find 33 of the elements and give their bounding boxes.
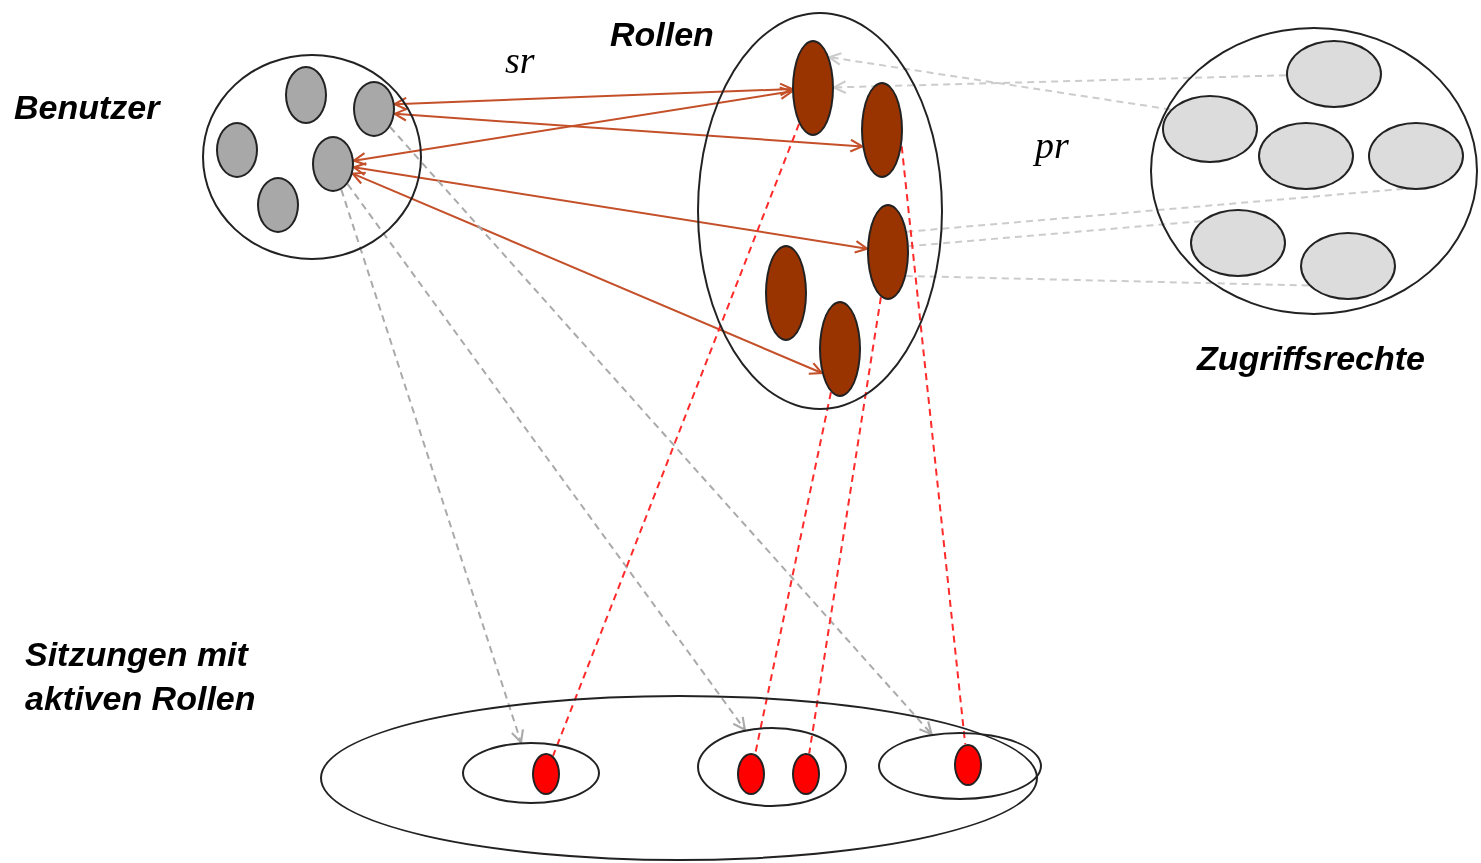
active-role-dot bbox=[532, 753, 560, 795]
group-title: Sitzungen mit aktiven Rollen bbox=[25, 634, 257, 719]
double-arrow bbox=[352, 86, 794, 166]
user-ellipse bbox=[353, 81, 395, 137]
user-ellipse bbox=[285, 66, 327, 124]
arrow bbox=[832, 74, 1288, 94]
arrow bbox=[346, 183, 746, 731]
active-role-dot bbox=[737, 753, 765, 795]
connector-line bbox=[552, 122, 801, 757]
group-title: Zugriffsrechte bbox=[1197, 338, 1425, 379]
arrow bbox=[340, 188, 524, 744]
permission-ellipse bbox=[1190, 209, 1286, 277]
user-ellipse bbox=[216, 122, 258, 178]
group-title: Rollen bbox=[610, 14, 714, 55]
active-role-dot bbox=[792, 753, 820, 795]
relation-label: pr bbox=[1035, 125, 1069, 165]
role-ellipse bbox=[819, 301, 861, 397]
session-ellipse bbox=[878, 732, 1042, 800]
user-ellipse bbox=[257, 177, 299, 233]
session-ellipse bbox=[462, 742, 600, 804]
relation-label: sr bbox=[505, 40, 535, 80]
group-title: Benutzer bbox=[14, 87, 160, 128]
session-ellipse bbox=[697, 727, 847, 807]
arrow bbox=[389, 126, 933, 736]
role-ellipse bbox=[792, 40, 834, 136]
role-ellipse bbox=[867, 204, 909, 300]
role-ellipse bbox=[861, 82, 903, 178]
connector-line bbox=[808, 296, 882, 755]
double-arrow bbox=[352, 162, 869, 254]
double-arrow bbox=[393, 82, 794, 111]
permission-ellipse bbox=[1162, 95, 1258, 163]
user-ellipse bbox=[312, 136, 354, 192]
active-role-dot bbox=[954, 744, 982, 786]
